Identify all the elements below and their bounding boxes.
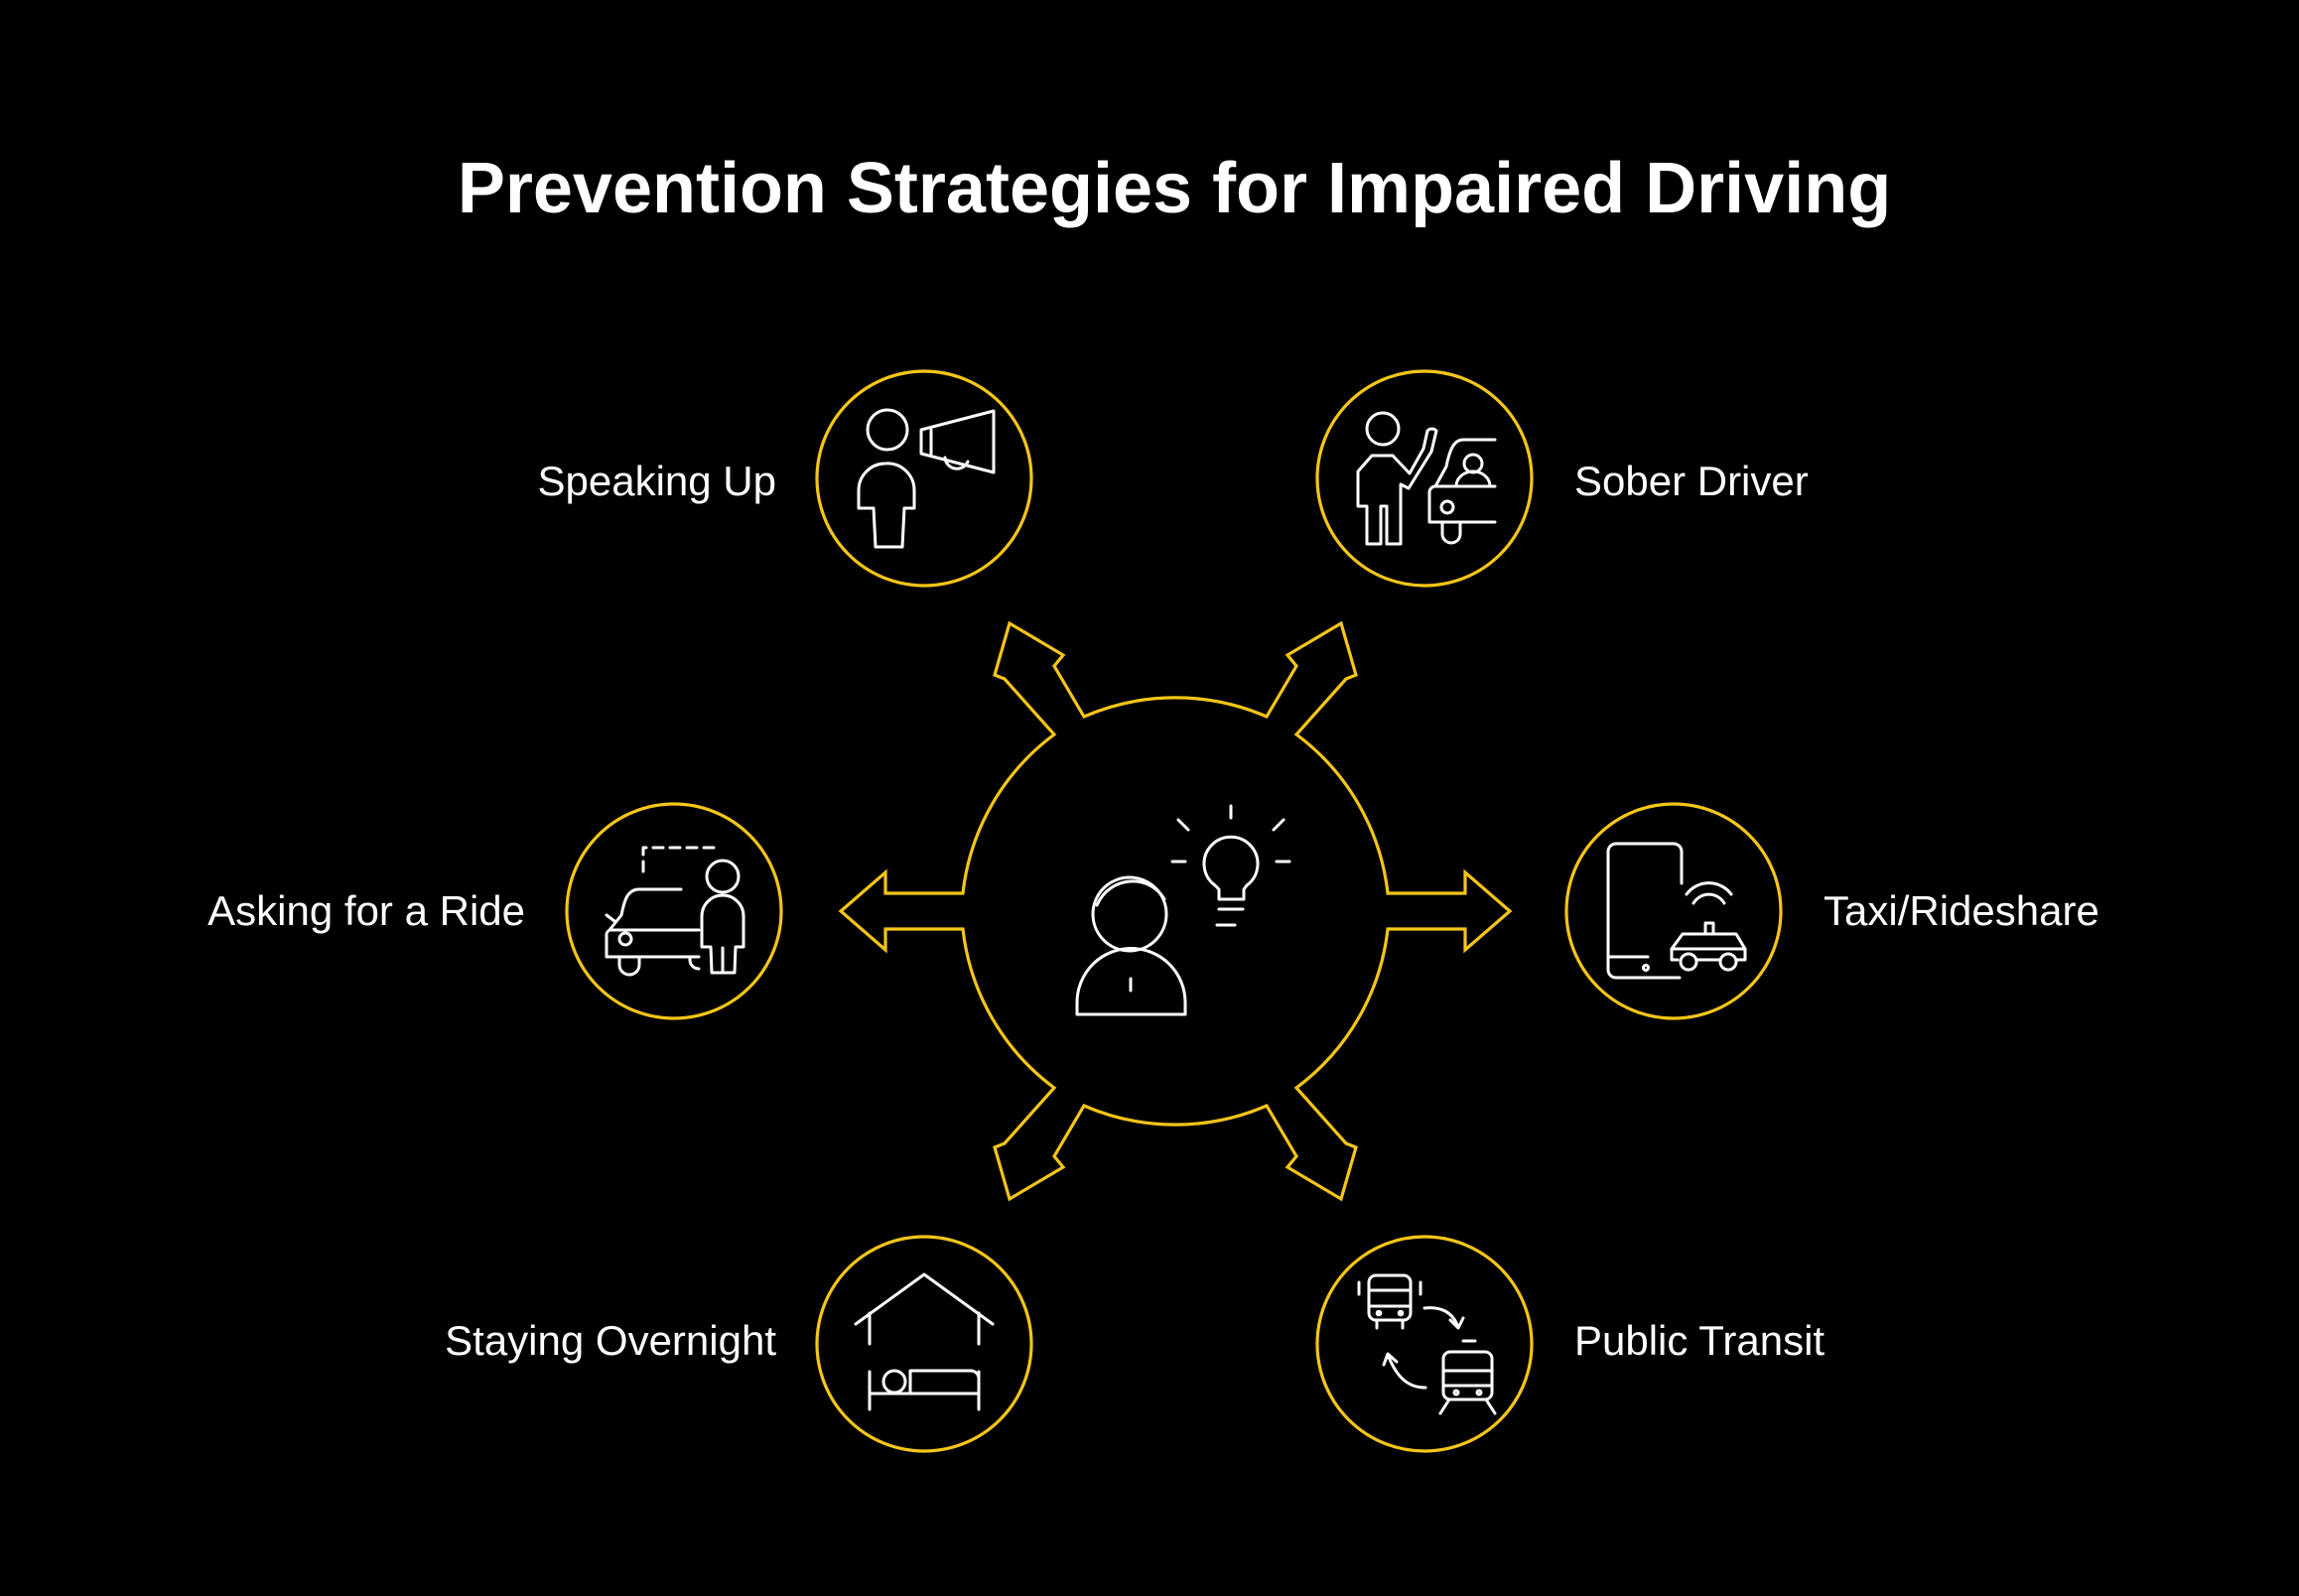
strategy-label: Sober Driver bbox=[1574, 458, 1809, 504]
strategy-node-taxi-rideshare: Taxi/Rideshare bbox=[1564, 802, 2099, 1020]
strategy-label: Public Transit bbox=[1574, 1317, 1825, 1364]
node-ring bbox=[815, 369, 1033, 588]
strategy-node-asking-for-a-ride: Asking for a Ride bbox=[207, 802, 783, 1020]
hub-outline bbox=[838, 620, 1513, 1202]
hub bbox=[838, 620, 1513, 1202]
person-megaphone-icon bbox=[857, 408, 996, 549]
bus-train-icon bbox=[1357, 1273, 1497, 1415]
strategy-label: Asking for a Ride bbox=[207, 887, 525, 934]
strategy-node-public-transit: Public Transit bbox=[1315, 1235, 1825, 1453]
node-ring bbox=[815, 1235, 1033, 1453]
car-person-icon bbox=[605, 846, 745, 977]
strategy-node-sober-driver: Sober Driver bbox=[1315, 369, 1809, 588]
node-ring bbox=[565, 802, 783, 1020]
house-bed-icon bbox=[854, 1272, 995, 1411]
person-lightbulb-icon bbox=[1075, 804, 1291, 1016]
page-title: Prevention Strategies for Impaired Drivi… bbox=[458, 149, 1891, 228]
node-ring bbox=[1564, 802, 1783, 1020]
node-ring bbox=[1315, 369, 1534, 588]
person-driver-car-icon bbox=[1356, 411, 1497, 546]
strategy-label: Taxi/Rideshare bbox=[1824, 887, 2099, 934]
node-ring bbox=[1315, 1235, 1534, 1453]
strategy-label: Speaking Up bbox=[538, 458, 777, 504]
strategy-label: Staying Overnight bbox=[445, 1317, 776, 1364]
strategy-node-staying-overnight: Staying Overnight bbox=[445, 1235, 1033, 1453]
strategy-node-speaking-up: Speaking Up bbox=[538, 369, 1033, 588]
phone-taxi-icon bbox=[1606, 842, 1747, 980]
